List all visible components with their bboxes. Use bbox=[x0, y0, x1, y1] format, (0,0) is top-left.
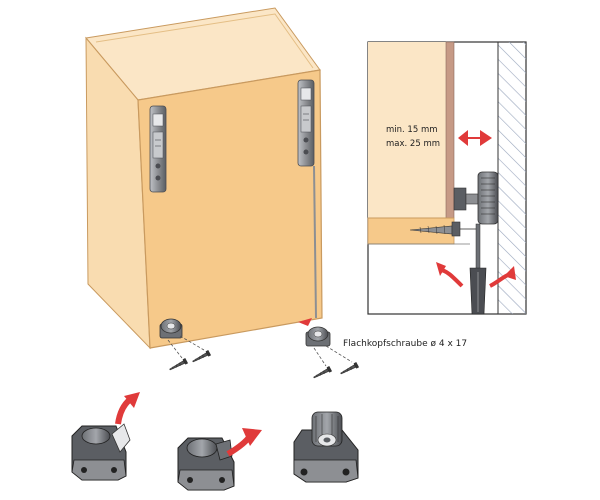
hanging-bracket-left bbox=[149, 105, 167, 193]
gap-max-label: max. 25 mm bbox=[386, 139, 440, 149]
rotate-arrow-icon bbox=[226, 428, 262, 457]
detail-view: min. 15 mm max. 25 mm bbox=[367, 41, 527, 315]
double-arrow-icon bbox=[458, 130, 492, 146]
spacer-fitting-left bbox=[159, 318, 183, 339]
guide-rod bbox=[313, 165, 317, 319]
screw-icon bbox=[409, 221, 461, 237]
screw-icon bbox=[340, 361, 360, 375]
screw-label: Flachkopfschraube ø 4 x 17 bbox=[343, 339, 467, 349]
pointer-arrow-red bbox=[298, 318, 312, 326]
hanging-bracket-right bbox=[297, 79, 315, 167]
screws-right bbox=[313, 345, 360, 379]
adjustment-knob bbox=[453, 171, 499, 225]
screw-icon bbox=[169, 357, 189, 371]
screw-icon bbox=[192, 349, 212, 363]
detail-back-panel bbox=[445, 41, 455, 219]
spacer-fitting-right bbox=[305, 326, 331, 347]
step-1-fitting bbox=[71, 423, 131, 481]
screw-icon bbox=[313, 365, 333, 379]
cabinet-back-panel bbox=[137, 69, 323, 349]
step-2-fitting bbox=[177, 437, 235, 491]
detail-cabinet-wood bbox=[368, 42, 446, 218]
screwdriver-icon bbox=[469, 223, 487, 315]
gap-min-label: min. 15 mm bbox=[386, 125, 438, 135]
cabinet bbox=[85, 7, 323, 350]
screws-left bbox=[167, 335, 212, 371]
rotate-arrow-icon bbox=[115, 392, 140, 425]
step-3-fitting bbox=[293, 411, 359, 483]
